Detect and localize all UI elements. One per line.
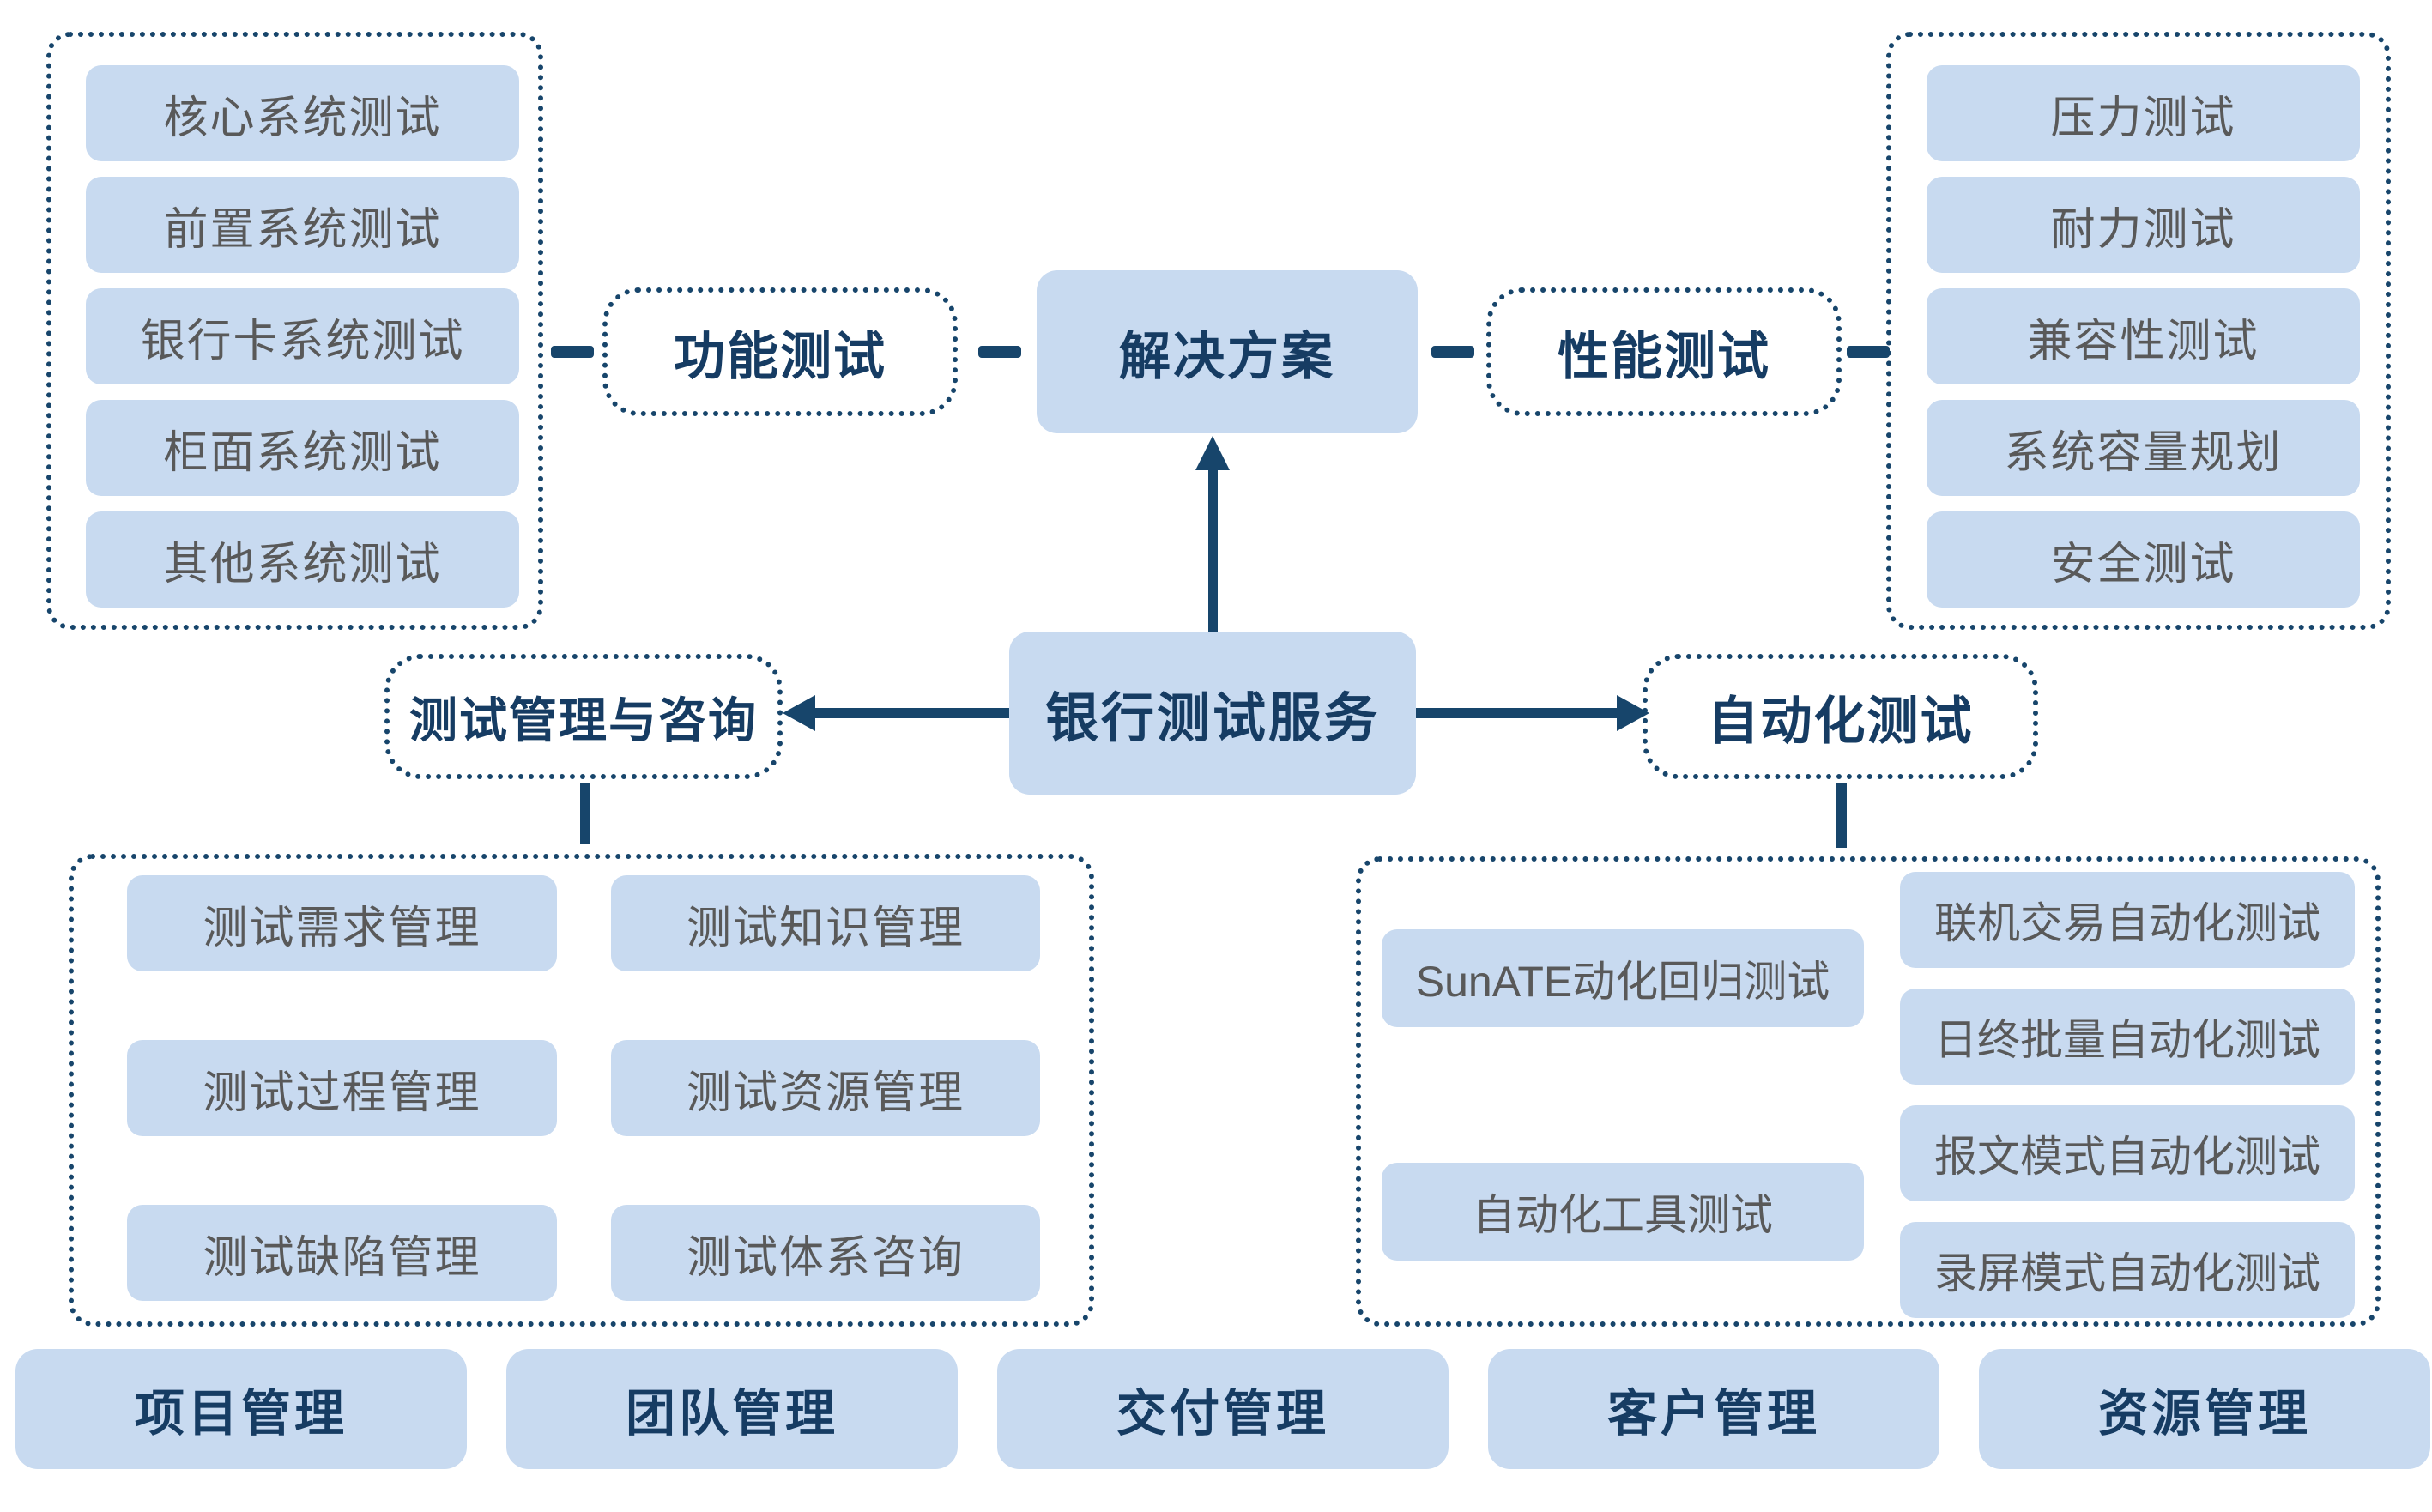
hub-functional-test: 功能测试 bbox=[602, 287, 958, 416]
management-item-requirement: 测试需求管理 bbox=[127, 875, 557, 971]
functional-item-front-system: 前置系统测试 bbox=[86, 177, 519, 273]
bottom-box-label: 团队管理 bbox=[625, 1386, 838, 1442]
node-bank-testing-services-label: 银行测试服务 bbox=[1044, 689, 1380, 748]
performance-item-label: 安全测试 bbox=[2050, 539, 2236, 590]
management-group-frame bbox=[69, 854, 1094, 1327]
performance-item-capacity-planning: 系统容量规划 bbox=[1927, 400, 2360, 496]
connector-dash-performance-to-group bbox=[1847, 346, 1890, 358]
functional-item-label: 前置系统测试 bbox=[163, 204, 442, 255]
functional-item-bankcard-system: 银行卡系统测试 bbox=[86, 288, 519, 384]
performance-item-stress: 压力测试 bbox=[1927, 65, 2360, 161]
management-item-defect: 测试缺陷管理 bbox=[127, 1205, 557, 1301]
automation-item-label: 报文模式自动化测试 bbox=[1934, 1133, 2320, 1181]
hub-performance-test-label: 性能测试 bbox=[1558, 327, 1770, 385]
management-item-resource: 测试资源管理 bbox=[611, 1040, 1040, 1136]
bottom-box-customer-management: 客户管理 bbox=[1488, 1349, 1939, 1469]
automation-item-tool-testing: 自动化工具测试 bbox=[1382, 1163, 1864, 1261]
automation-item-label: 联机交易自动化测试 bbox=[1934, 899, 2320, 947]
connector-dash-functional-to-solution bbox=[978, 346, 1021, 358]
automation-item-label: SunATE动化回归测试 bbox=[1415, 958, 1830, 1006]
performance-test-group-frame bbox=[1886, 32, 2391, 630]
management-item-label: 测试过程管理 bbox=[203, 1067, 481, 1118]
management-item-label: 测试资源管理 bbox=[686, 1067, 965, 1118]
automation-item-message-mode: 报文模式自动化测试 bbox=[1900, 1105, 2355, 1201]
performance-item-label: 压力测试 bbox=[2050, 93, 2236, 143]
connector-dash-solution-to-performance bbox=[1431, 346, 1474, 358]
bottom-box-label: 资源管理 bbox=[2097, 1386, 2311, 1442]
hub-automation-test: 自动化测试 bbox=[1643, 654, 2038, 779]
automation-item-eod-batch: 日终批量自动化测试 bbox=[1900, 989, 2355, 1085]
performance-item-endurance: 耐力测试 bbox=[1927, 177, 2360, 273]
functional-item-label: 其他系统测试 bbox=[163, 539, 442, 590]
hub-functional-test-label: 功能测试 bbox=[674, 327, 886, 385]
arrow-up-head-icon bbox=[1195, 436, 1230, 470]
automation-group-frame bbox=[1356, 856, 2381, 1327]
automation-item-screen-record-mode: 录屏模式自动化测试 bbox=[1900, 1222, 2355, 1318]
hub-test-management-consulting: 测试管理与咨询 bbox=[384, 654, 783, 779]
arrow-right-shaft bbox=[1416, 708, 1617, 718]
bottom-box-delivery-management: 交付管理 bbox=[997, 1349, 1449, 1469]
hub-test-management-consulting-label: 测试管理与咨询 bbox=[409, 692, 758, 747]
functional-item-label: 核心系统测试 bbox=[163, 93, 442, 143]
functional-item-core-system: 核心系统测试 bbox=[86, 65, 519, 161]
management-item-label: 测试缺陷管理 bbox=[203, 1232, 481, 1283]
arrow-right-head-icon bbox=[1617, 695, 1649, 731]
arrow-left-head-icon bbox=[783, 695, 815, 731]
bottom-box-label: 项目管理 bbox=[134, 1386, 348, 1442]
performance-item-label: 兼容性测试 bbox=[2027, 316, 2260, 366]
stub-management-to-group bbox=[580, 783, 590, 844]
hub-automation-test-label: 自动化测试 bbox=[1707, 692, 1974, 750]
bottom-box-label: 客户管理 bbox=[1606, 1386, 1820, 1442]
functional-item-counter-system: 柜面系统测试 bbox=[86, 400, 519, 496]
hub-performance-test: 性能测试 bbox=[1486, 287, 1842, 416]
automation-item-label: 自动化工具测试 bbox=[1473, 1191, 1773, 1239]
performance-item-compatibility: 兼容性测试 bbox=[1927, 288, 2360, 384]
performance-item-security: 安全测试 bbox=[1927, 511, 2360, 608]
node-solution: 解决方案 bbox=[1037, 270, 1418, 433]
node-bank-testing-services: 银行测试服务 bbox=[1009, 632, 1416, 795]
node-solution-label: 解决方案 bbox=[1119, 327, 1335, 385]
connector-dash-group-to-functional bbox=[551, 346, 594, 358]
management-item-label: 测试知识管理 bbox=[686, 903, 965, 953]
automation-item-label: 录屏模式自动化测试 bbox=[1934, 1249, 2320, 1297]
automation-item-label: 日终批量自动化测试 bbox=[1934, 1016, 2320, 1064]
bottom-box-resource-management: 资源管理 bbox=[1979, 1349, 2430, 1469]
management-item-label: 测试体系咨询 bbox=[686, 1232, 965, 1283]
management-item-process: 测试过程管理 bbox=[127, 1040, 557, 1136]
functional-item-label: 柜面系统测试 bbox=[163, 427, 442, 478]
bottom-box-label: 交付管理 bbox=[1116, 1386, 1329, 1442]
management-item-label: 测试需求管理 bbox=[203, 903, 481, 953]
performance-item-label: 系统容量规划 bbox=[2004, 427, 2283, 478]
functional-item-other-system: 其他系统测试 bbox=[86, 511, 519, 608]
stub-automation-to-group bbox=[1836, 783, 1847, 848]
bottom-box-team-management: 团队管理 bbox=[506, 1349, 958, 1469]
arrow-up-shaft bbox=[1208, 470, 1218, 632]
bottom-box-project-management: 项目管理 bbox=[15, 1349, 467, 1469]
automation-item-online-transaction: 联机交易自动化测试 bbox=[1900, 872, 2355, 968]
management-item-system-consulting: 测试体系咨询 bbox=[611, 1205, 1040, 1301]
functional-item-label: 银行卡系统测试 bbox=[140, 316, 465, 366]
performance-item-label: 耐力测试 bbox=[2050, 204, 2236, 255]
functional-test-group-frame bbox=[46, 32, 543, 630]
automation-item-sunate-regression: SunATE动化回归测试 bbox=[1382, 929, 1864, 1027]
management-item-knowledge: 测试知识管理 bbox=[611, 875, 1040, 971]
arrow-left-shaft bbox=[814, 708, 1009, 718]
